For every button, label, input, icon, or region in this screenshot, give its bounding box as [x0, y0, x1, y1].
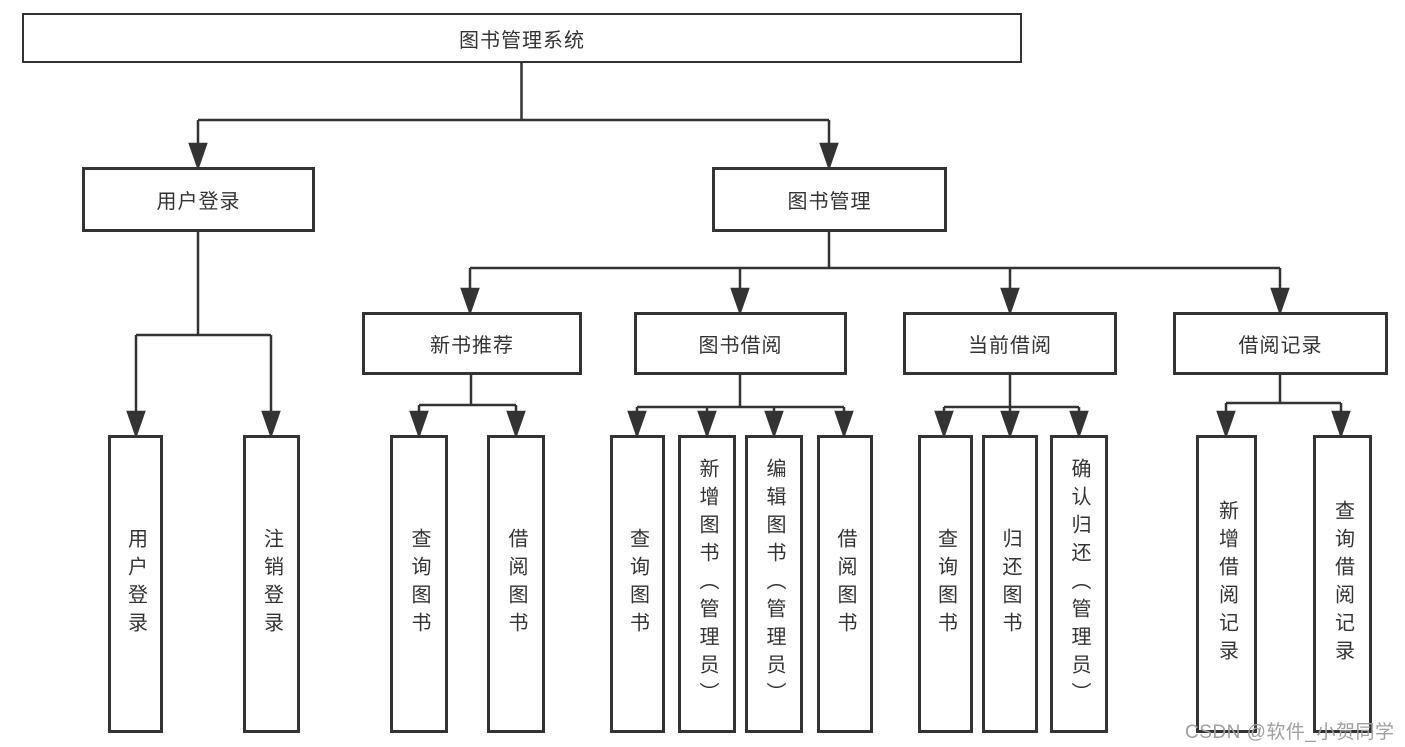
leaf-borrowing-edit-books-admin: 编辑图书（管理员）: [745, 435, 803, 733]
leaf-recommend-borrow-books: 借阅图书: [487, 435, 545, 733]
node-book-management: 图书管理: [712, 167, 947, 232]
leaf-borrowing-query-books: 查询图书: [610, 435, 665, 733]
csdn-watermark: CSDN @软件_小贺同学: [1185, 722, 1395, 743]
leaf-borrowing-borrow-books: 借阅图书: [817, 435, 873, 733]
leaf-borrowing-add-books-admin: 新增图书（管理员）: [678, 435, 736, 733]
node-book-borrowing: 图书借阅: [634, 312, 847, 375]
connector-borrowing-records-to-leaves: [1216, 375, 1351, 439]
node-user-login: 用户登录: [82, 167, 315, 232]
leaf-current-confirm-return-admin: 确认归还（管理员）: [1050, 435, 1108, 733]
connector-current-borrowing-to-leaves: [934, 375, 1089, 439]
connector-new-book-recommendation-to-leaves: [409, 375, 526, 439]
connector-user-login-to-leaves: [126, 231, 281, 439]
connector-root-to-level2: [188, 62, 839, 171]
connector-book-management-to-level3: [460, 231, 1290, 316]
node-library-management-system: 图书管理系统: [22, 13, 1022, 63]
leaf-current-return-books: 归还图书: [982, 435, 1038, 733]
node-new-book-recommendation: 新书推荐: [362, 312, 582, 375]
leaf-records-query-borrow-record: 查询借阅记录: [1313, 435, 1372, 733]
node-borrowing-records: 借阅记录: [1173, 312, 1388, 375]
leaf-logout-login: 注销登录: [243, 435, 300, 733]
connector-book-borrowing-to-leaves: [627, 375, 854, 439]
leaf-current-query-books: 查询图书: [918, 435, 973, 733]
leaf-records-add-borrow-record: 新增借阅记录: [1196, 435, 1257, 733]
node-current-borrowing: 当前借阅: [903, 312, 1117, 375]
leaf-user-login: 用户登录: [108, 435, 163, 733]
leaf-recommend-query-books: 查询图书: [390, 435, 448, 733]
